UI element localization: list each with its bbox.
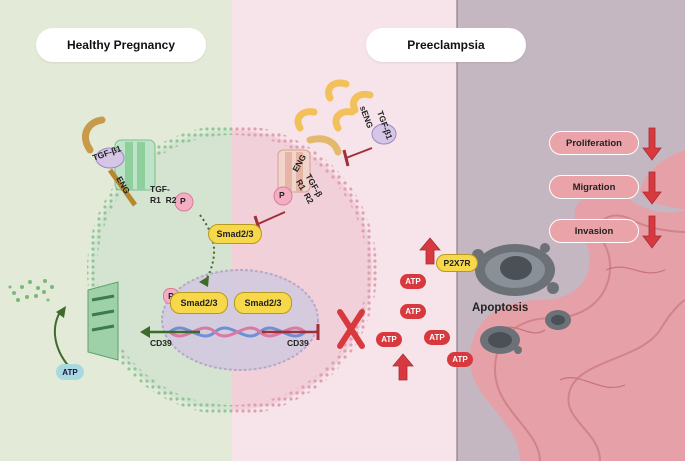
pe-atp-5: ATP — [447, 352, 473, 367]
healthy-tgf-r-label: TGF- R1 R2 — [150, 184, 177, 205]
effect-proliferation-text: Proliferation — [566, 137, 622, 149]
pe-phospho-label: P — [279, 190, 285, 200]
healthy-title-text: Healthy Pregnancy — [66, 38, 176, 52]
pe-atp-1-text: ATP — [405, 277, 421, 286]
nucleus — [161, 269, 319, 371]
atp-up-arrow-2 — [392, 353, 414, 381]
proliferation-down-arrow — [642, 127, 662, 161]
healthy-atp-text: ATP — [62, 367, 78, 377]
pe-receptor-complex — [277, 135, 342, 193]
atp-up-arrow-1 — [419, 237, 441, 265]
apoptotic-cell-large — [472, 243, 559, 296]
healthy-cd39-label: CD39 — [150, 338, 172, 348]
pe-atp-2: ATP — [400, 304, 426, 319]
pe-atp-3-text: ATP — [381, 335, 397, 344]
healthy-atp: ATP — [56, 364, 84, 380]
pe-smad-free: Smad2/3 — [208, 224, 262, 244]
effect-proliferation: Proliferation — [549, 131, 639, 155]
healthy-smad-nuclear: Smad2/3 — [170, 292, 228, 314]
released-particles — [8, 279, 54, 302]
healthy-receptor-complex — [82, 116, 156, 207]
effect-invasion: Invasion — [549, 219, 639, 243]
migration-down-arrow — [642, 171, 662, 205]
seng-inhibit — [345, 147, 373, 159]
effect-invasion-text: Invasion — [574, 225, 614, 237]
apoptosis-label: Apoptosis — [472, 302, 529, 314]
smad-inhibit — [257, 211, 286, 225]
pe-smad-nuclear: Smad2/3 — [234, 292, 292, 314]
apoptotic-cell-medium — [480, 326, 522, 354]
healthy-signal-arrow — [199, 214, 216, 283]
p2x7r-text: P2X7R — [443, 258, 471, 268]
pe-phospho — [273, 186, 293, 206]
pe-cd39-label: CD39 — [287, 338, 309, 348]
pe-smad-nuclear-text: Smad2/3 — [244, 298, 282, 308]
preeclampsia-title-text: Preeclampsia — [407, 38, 485, 52]
apoptotic-cell-small — [545, 310, 571, 330]
preeclampsia-title: Preeclampsia — [366, 28, 526, 62]
healthy-title: Healthy Pregnancy — [36, 28, 206, 62]
pe-atp-1: ATP — [400, 274, 426, 289]
p2x7r-label: P2X7R — [436, 254, 478, 272]
placental-vessel — [470, 150, 685, 461]
pe-atp-2-text: ATP — [405, 307, 421, 316]
pe-atp-5-text: ATP — [452, 355, 468, 364]
invasion-down-arrow — [642, 215, 662, 249]
healthy-smad-nuclear-text: Smad2/3 — [180, 298, 218, 308]
pe-smad-free-text: Smad2/3 — [216, 229, 254, 239]
blocked-x — [337, 309, 365, 349]
effect-migration-text: Migration — [572, 181, 616, 193]
pe-tgf-ligand — [371, 123, 397, 145]
effect-migration: Migration — [549, 175, 639, 199]
membrane-channel — [87, 281, 119, 361]
seng-fragments — [294, 79, 374, 132]
pe-atp-4: ATP — [424, 330, 450, 345]
pe-atp-3: ATP — [376, 332, 402, 347]
healthy-phospho-label: P — [180, 196, 186, 206]
healthy-phospho — [174, 192, 194, 212]
pe-atp-4-text: ATP — [429, 333, 445, 342]
